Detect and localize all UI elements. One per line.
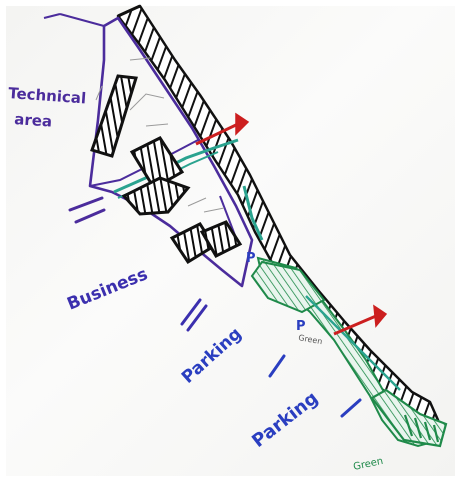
access-arrow bbox=[195, 112, 250, 146]
label-area: area bbox=[14, 110, 53, 131]
label-parking-2: Parking bbox=[248, 388, 322, 452]
parking-symbol: P bbox=[246, 251, 256, 266]
label-business: Business bbox=[64, 264, 150, 314]
label-green-small: Green bbox=[298, 333, 323, 346]
label-technical: Technical bbox=[8, 84, 87, 107]
parking-symbol: P bbox=[296, 319, 306, 334]
site-outline bbox=[43, 13, 254, 288]
green-zone bbox=[250, 256, 448, 448]
building-blocks bbox=[90, 74, 243, 265]
label-green: Green bbox=[352, 456, 384, 473]
boundary-marks bbox=[68, 196, 362, 418]
access-arrow bbox=[333, 304, 388, 336]
pencil-notes bbox=[95, 57, 225, 213]
label-parking-1: Parking bbox=[178, 324, 246, 388]
